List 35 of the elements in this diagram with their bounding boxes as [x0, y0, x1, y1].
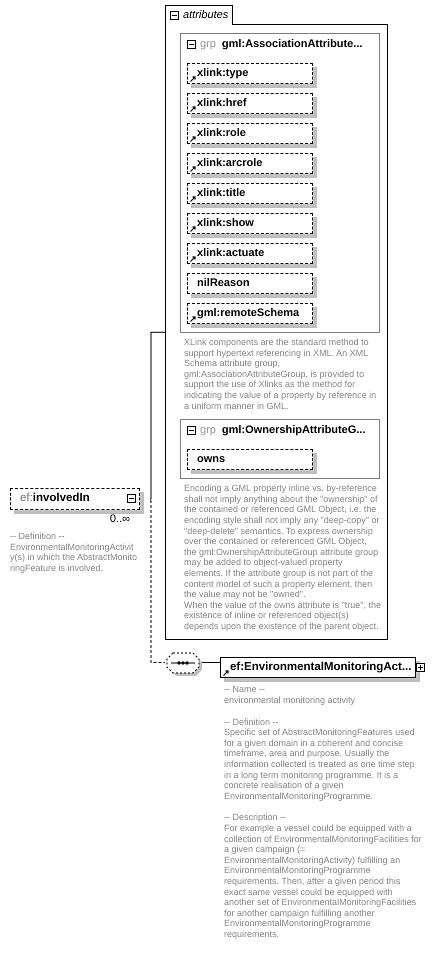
attribute-group-box: [180, 419, 380, 480]
connector-line: [200, 662, 220, 663]
annotation-text: environmental monitoring activity: [224, 695, 356, 706]
attribute-name: xlink:type: [197, 67, 248, 79]
annotation-text: -- Definition --: [224, 716, 279, 728]
attribute-name: nilReason: [197, 277, 250, 289]
group-keyword: grp: [200, 38, 216, 50]
element-name: ef:involvedIn: [20, 492, 90, 504]
attribute-name: xlink:actuate: [197, 247, 264, 259]
element-name: ef:EnvironmentalMonitoringAct...: [230, 661, 412, 674]
group-keyword: grp: [200, 424, 216, 436]
annotation-text: Encoding a GML property inline vs. by-reference shall not imply anything about the "ownership" of the contained or referenced GML Object, i.e. the encoding style shall not imply any "deep-copy" or "deep-delete" semantics. To express ownership over the contained or referenced GML Object, the gml:OwnershipAttributeGroup attribute group may be added to object-valued property elements. If the attribute group is not part of the content model of such a property element, then the value may not be "owned".: [184, 483, 380, 600]
annotation-text: Specific set of AbstractMonitoringFeatures used for a given domain in a coherent and concise timeframe, area and purpose. Usually the information collected is treated as one time step in a long term monitoring programme. It is a concrete realisation of a given EnvironmentalMonitoringProgramme.: [224, 727, 416, 802]
group-name: gml:AssociationAttribute...: [222, 38, 362, 50]
annotation-text: -- Description --: [224, 812, 286, 823]
annotation-text: For example a vessel could be equipped with a collection of EnvironmentalMonitoringFacilities for a given campaign (= EnvironmentalMonitoringActivity) fulfilling an EnvironmentalMonitoringProgramme requirements. Then, after a given period this exact same vessel could be equipped with another set of EnvironmentalMonitoringFacilities for another campaign fulfilling another EnvironmentalMonitoringProgramme requirements.: [224, 823, 423, 940]
annotation-text: When the value of the owns attribute is "true", the existence of inline or referenced object(s) depends upon the existence of the parent object.: [184, 600, 381, 632]
attribute-name: xlink:role: [197, 127, 246, 139]
annotation-text: -- Name --: [224, 684, 265, 696]
attribute-name: gml:remoteSchema: [197, 307, 300, 319]
annotation-text: XLink components are the standard method to support hypertext referencing in XML. An XML Schema attribute group, gml:AssociationAttributeGroup, is provided to support the use of Xlinks as the method for indicating the value of a property by reference in a uniform manner in GML.: [184, 337, 378, 412]
attribute-group-box: [180, 33, 380, 333]
annotation-text: -- Definition --: [10, 531, 65, 542]
annotation-text: EnvironmentalMonitoringActivity(s) in which the AbstractMonitoringFeature is involved.: [10, 542, 138, 574]
attribute-name: xlink:href: [197, 97, 247, 109]
attribute-name: owns: [197, 453, 226, 466]
multiplicity-label: 0..∞: [110, 513, 130, 525]
group-name: gml:OwnershipAttributeG...: [222, 424, 366, 436]
attribute-name: xlink:arcrole: [197, 157, 262, 169]
connector-line: [150, 332, 166, 500]
connector-line: [150, 500, 166, 663]
attribute-name: xlink:title: [197, 187, 246, 199]
tab-label: attributes: [183, 9, 228, 21]
attribute-name: xlink:show: [197, 217, 254, 229]
sequence-compositor: [165, 652, 202, 678]
